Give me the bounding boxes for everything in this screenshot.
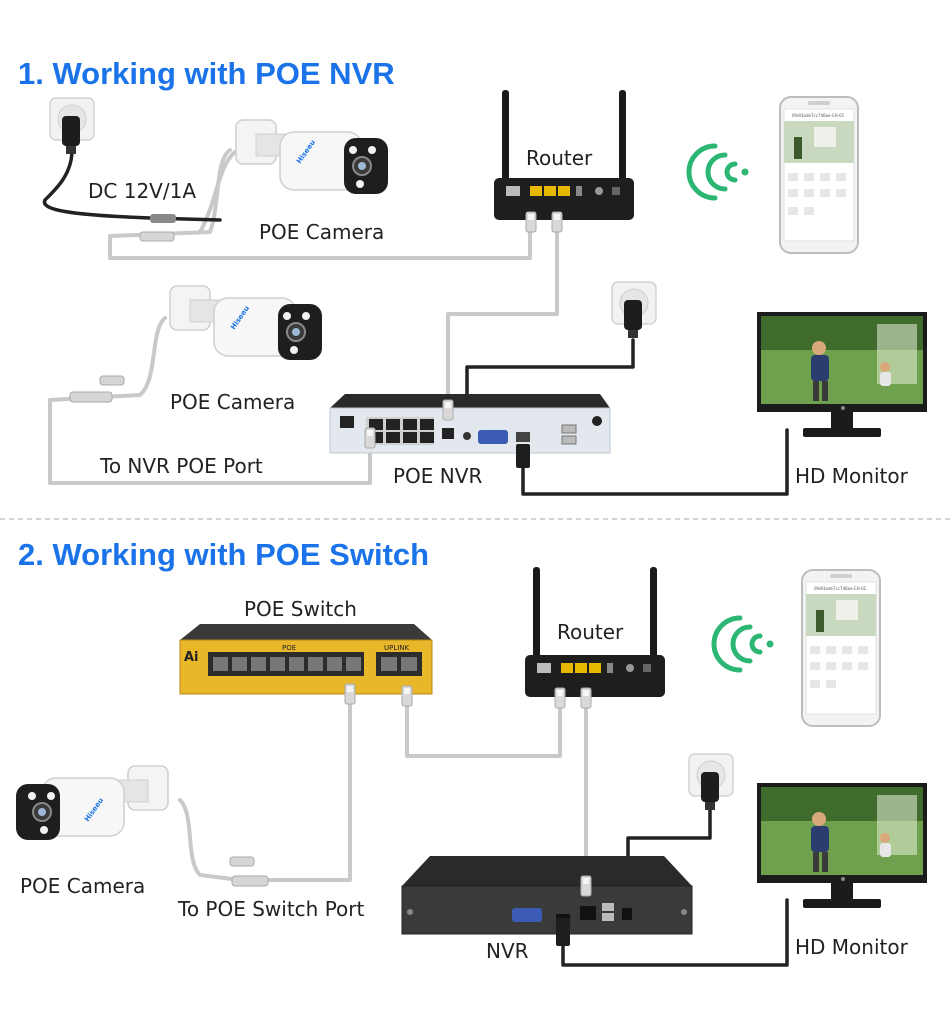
switch-uplink-label: UPLINK <box>384 644 410 652</box>
poe-nvr-label: POE NVR <box>393 464 482 488</box>
router-label-1: Router <box>526 146 593 170</box>
bnc-connector-1 <box>139 231 175 242</box>
section1-title: 1. Working with POE NVR <box>18 56 395 91</box>
dc-connector <box>150 214 176 223</box>
switch-label: POE Switch <box>244 597 357 621</box>
monitor-label-1: HD Monitor <box>795 464 909 488</box>
router2-rj45-b <box>580 687 592 709</box>
poe-camera-2: Hiseeu <box>169 285 323 361</box>
router2-rj45-a <box>554 687 566 709</box>
cable-camera1-router <box>108 148 532 260</box>
power-label: DC 12V/1A <box>88 179 196 203</box>
nvr-rj45-router <box>442 399 454 421</box>
cable-switch-camera <box>248 698 352 882</box>
bnc-connector-2 <box>69 391 113 403</box>
hdmi-plug-2 <box>556 918 570 946</box>
nvr-port-label: To NVR POE Port <box>99 454 263 478</box>
power-adapter-3 <box>701 772 719 810</box>
monitor-label-2: HD Monitor <box>795 935 909 959</box>
power-adapter-2 <box>624 300 642 338</box>
cable-camera3-lead <box>178 798 242 882</box>
phone-header-1: 0fe93ade7cc746ae-CH-01 <box>792 113 845 118</box>
nvr2-rj45 <box>580 875 592 897</box>
hdmi-plug-1 <box>516 444 530 468</box>
camera-label-3: POE Camera <box>20 874 145 898</box>
switch-rj45-camera <box>344 683 356 705</box>
bnc-connector-4 <box>229 856 255 867</box>
switch-rj45-uplink <box>401 685 413 707</box>
router-label-2: Router <box>557 620 624 644</box>
wifi-icon-1 <box>689 146 749 198</box>
poe-camera-1: Hiseeu <box>235 119 389 195</box>
camera-label-2: POE Camera <box>170 390 295 414</box>
switch-poe-label: POE <box>282 644 296 652</box>
nvr-rj45-camera <box>364 427 376 449</box>
switch-port-label: To POE Switch Port <box>177 897 364 921</box>
cable-camera2-nvr <box>48 316 372 485</box>
router1-rj45-a <box>525 211 537 233</box>
poe-switch: Ai POE UPLINK <box>179 624 433 695</box>
cable-camera1-lead <box>198 148 240 234</box>
bnc-connector-5 <box>231 875 269 887</box>
cable-dc-power <box>42 148 222 222</box>
smartphone-1: 0fe93ade7cc746ae-CH-01 <box>779 96 859 254</box>
power-adapter-1 <box>62 116 80 154</box>
hd-monitor-2 <box>757 783 927 908</box>
cable-hdmi-monitor-2 <box>561 898 789 967</box>
nvr <box>401 856 693 935</box>
switch-brand: Ai <box>184 650 199 665</box>
cable-switch-router <box>405 703 562 758</box>
cable-router-nvr <box>446 223 559 412</box>
smartphone-2: 0fe93ade7cc746ae-CH-01 <box>801 569 881 727</box>
hd-monitor-1 <box>757 312 927 437</box>
wifi-icon-2 <box>714 618 774 670</box>
cable-hdmi-monitor <box>521 428 789 496</box>
poe-nvr <box>329 394 611 454</box>
nvr-label: NVR <box>486 939 529 963</box>
phone-header-2: 0fe93ade7cc746ae-CH-01 <box>814 586 867 591</box>
router1-rj45-b <box>551 211 563 233</box>
section2-title: 2. Working with POE Switch <box>18 537 429 572</box>
poe-camera-3: Hiseeu <box>15 765 169 841</box>
bnc-connector-3 <box>99 375 125 386</box>
camera-label-1: POE Camera <box>259 220 384 244</box>
